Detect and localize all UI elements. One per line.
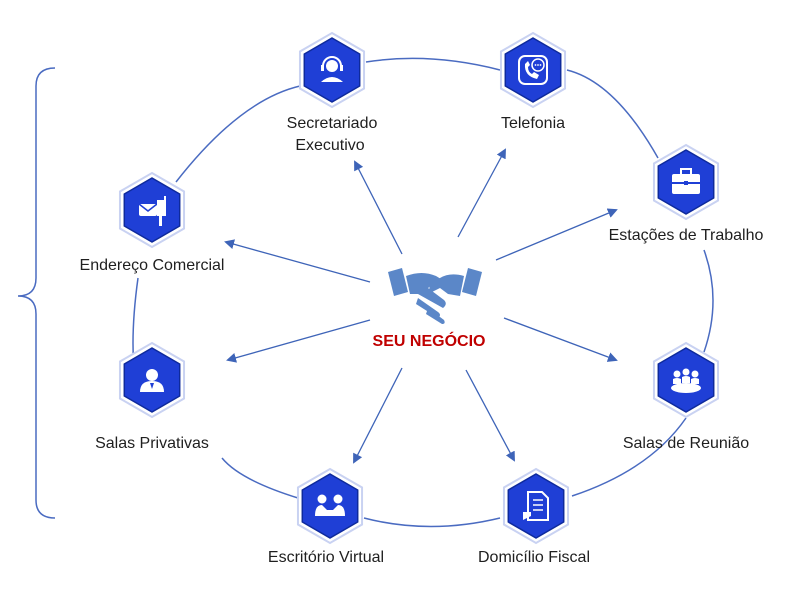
arrows [224, 148, 618, 464]
label-secretariado-line2: Executivo [295, 137, 364, 154]
label-privativas: Salas Privativas [95, 435, 209, 452]
hexagon-endereco [118, 171, 186, 249]
headset-user-icon [321, 56, 343, 82]
label-fiscal: Domicílio Fiscal [478, 549, 590, 566]
private-user-icon [140, 369, 164, 392]
label-reuniao: Salas de Reunião [623, 435, 749, 452]
arrow-to-endereco [224, 239, 371, 283]
left-bracket [17, 67, 56, 519]
label-secretariado-line1: Secretariado [287, 115, 378, 132]
hexagon-badge [301, 473, 359, 539]
label-estacoes: Estações de Trabalho [609, 227, 764, 244]
briefcase-icon [672, 168, 700, 194]
center-label: SEU NEGÓCIO [373, 331, 486, 350]
hexagon-virtual [296, 467, 364, 545]
handshake-icon [388, 268, 482, 324]
ring-segment [365, 57, 501, 71]
arrow-to-estacoes [495, 208, 618, 261]
hexagon-estacoes [652, 143, 720, 221]
hexagon-privativas [118, 341, 186, 419]
ring-segment [571, 417, 687, 497]
arrow-to-telefonia [457, 148, 506, 238]
hexagon-badge [507, 473, 565, 539]
arrow-to-virtual [353, 367, 403, 464]
ring-segment [363, 517, 501, 528]
hexagon-telefonia [499, 31, 567, 109]
arrow-to-reuniao [503, 317, 618, 362]
hexagon-reuniao [652, 341, 720, 419]
phone-chat-icon [518, 55, 548, 85]
label-virtual: Escritório Virtual [268, 549, 384, 566]
arrow-to-fiscal [465, 369, 515, 462]
ring-segment [221, 457, 299, 499]
arrow-to-privativas [226, 319, 371, 363]
tax-document-icon [523, 491, 549, 521]
ring-segment [175, 85, 301, 183]
label-telefonia: Telefonia [501, 115, 565, 132]
ring-segment [703, 249, 714, 353]
hexagon-badge [504, 37, 562, 103]
hexagon-secretariado [298, 31, 366, 109]
ring-segment [566, 69, 659, 159]
mailbox-icon [138, 196, 166, 226]
hexagon-fiscal [502, 467, 570, 545]
meeting-group-icon [671, 368, 701, 393]
arrow-to-secretariado [354, 160, 403, 255]
virtual-office-icon [315, 494, 345, 516]
label-endereco: Endereço Comercial [80, 257, 225, 274]
